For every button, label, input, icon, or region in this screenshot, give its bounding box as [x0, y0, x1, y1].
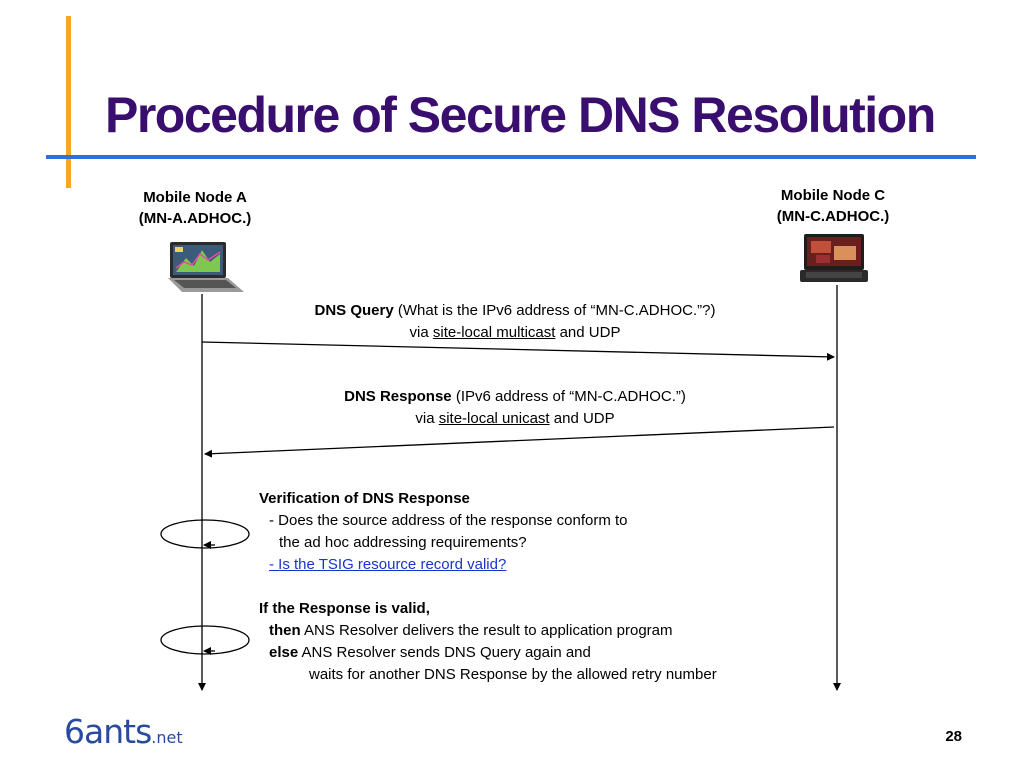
title-accent-vertical-bar	[66, 16, 71, 188]
loop-verification	[160, 519, 250, 549]
arrow-dns-query	[201, 341, 835, 361]
node-c-name: Mobile Node C	[780, 187, 886, 204]
arrow-dns-response	[204, 426, 835, 458]
page-number: 28	[945, 728, 962, 745]
else-text: ANS Resolver sends DNS Query again and	[298, 644, 591, 661]
else-keyword: else	[269, 644, 299, 661]
verification-check-source-cont: the ad hoc addressing requirements?	[279, 534, 527, 551]
laptop-icon	[800, 234, 868, 282]
verification-heading: Verification of DNS Response	[259, 490, 470, 507]
dns-query-question: (What is the IPv6 address of “MN-C.ADHOC…	[393, 302, 716, 319]
then-text: ANS Resolver delivers the result to appl…	[300, 622, 673, 639]
dns-query-transport: and UDP	[555, 324, 621, 341]
slide-title: Procedure of Secure DNS Resolution	[105, 87, 936, 143]
dns-response-transport: and UDP	[549, 410, 615, 427]
then-keyword: then	[269, 622, 301, 639]
node-a-hostname: (MN-A.ADHOC.)	[138, 210, 252, 227]
dns-query-label: DNS Query	[314, 302, 394, 319]
dns-response-message: DNS Response (IPv6 address of “MN-C.ADHO…	[240, 386, 790, 430]
dns-query-method: site-local multicast	[432, 324, 556, 341]
node-a-name: Mobile Node A	[143, 189, 247, 206]
title-accent-horizontal-bar	[46, 155, 976, 159]
dns-query-via: via	[409, 324, 433, 341]
laptop-icon	[168, 242, 244, 292]
node-a-label: Mobile Node A (MN-A.ADHOC.)	[100, 187, 290, 229]
dns-response-label: DNS Response	[344, 388, 452, 405]
loop-decision	[160, 625, 250, 655]
logo-wordmark: 6ants	[64, 712, 152, 751]
verification-block: Verification of DNS Response - Does the …	[259, 488, 717, 686]
decision-heading: If the Response is valid,	[259, 600, 430, 617]
dns-response-method: site-local unicast	[438, 410, 550, 427]
dns-query-message: DNS Query (What is the IPv6 address of “…	[240, 300, 790, 344]
6ants-logo: 6ants.net	[64, 712, 183, 751]
node-c-label: Mobile Node C (MN-C.ADHOC.)	[738, 185, 928, 227]
tsig-check-link[interactable]: - Is the TSIG resource record valid?	[269, 556, 507, 573]
node-c-hostname: (MN-C.ADHOC.)	[776, 208, 890, 225]
else-continuation: waits for another DNS Response by the al…	[309, 666, 717, 683]
logo-suffix: .net	[151, 728, 183, 747]
verification-check-source: - Does the source address of the respons…	[269, 512, 628, 529]
dns-response-answer: (IPv6 address of “MN-C.ADHOC.”)	[451, 388, 686, 405]
dns-response-via: via	[415, 410, 439, 427]
